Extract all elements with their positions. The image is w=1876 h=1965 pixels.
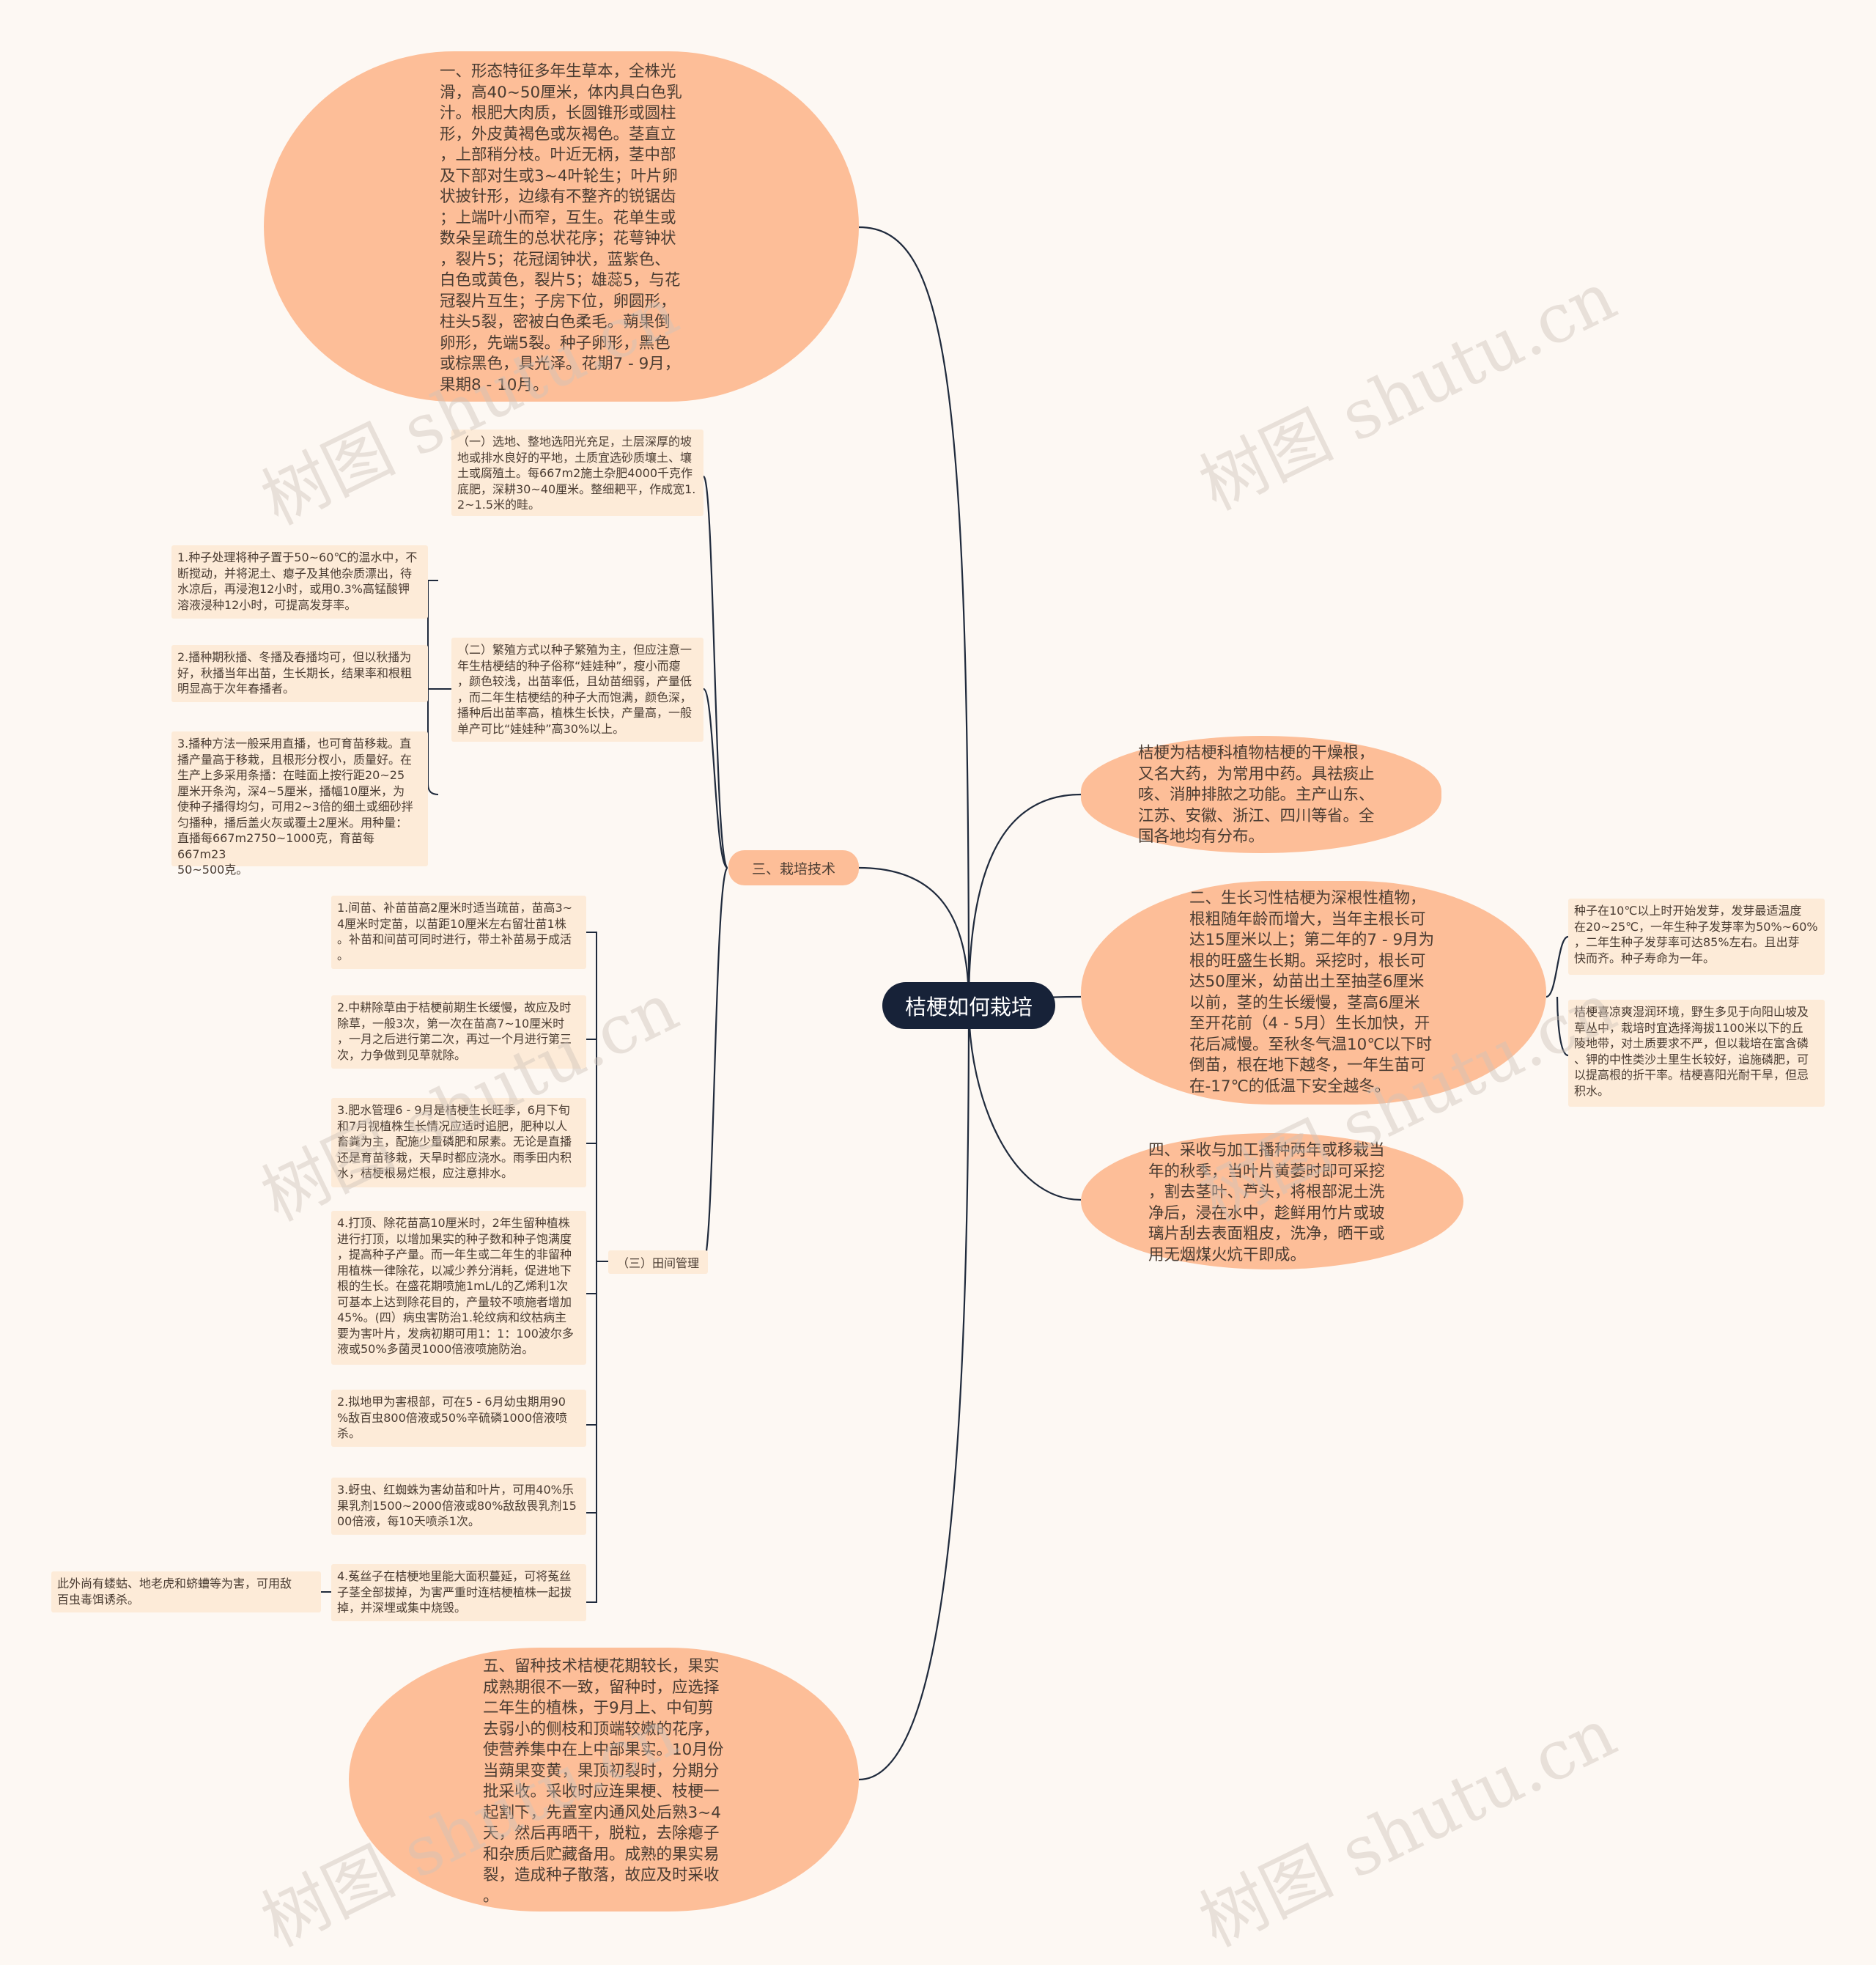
field-label-text: （三）田间管理 [616,1256,699,1270]
bracket-propagation [427,580,453,795]
intro-text: 桔梗为桔梗科植物桔梗的干燥根， 又名大药，为常用中药。具祛痰止 咳、消肿排脓之功… [1138,744,1375,846]
pest-2-text: 2.拟地甲为害根部，可在5 - 6月幼虫期用90 %敌百虫800倍液或50%辛硫… [337,1395,568,1440]
node-site-selection: （一）选地、整地选阳光充足，土层深厚的坡 地或排水良好的平地，土质宜选砂质壤土、… [451,430,704,516]
node-morphology: 一、形态特征多年生草本，全株光 滑，高40~50厘米，体内具白色乳 汁。根肥大肉… [264,51,859,402]
morphology-text: 一、形态特征多年生草本，全株光 滑，高40~50厘米，体内具白色乳 汁。根肥大肉… [440,62,682,394]
link-cultivation-field [702,866,729,1263]
node-germination: 种子在10℃以上时开始发芽，发芽最适温度 在20~25℃，一年生种子发芽率为50… [1568,899,1825,975]
seed-treatment-text: 1.种子处理将种子置于50~60℃的温水中，不 断搅动，并将泥土、瘪子及其他杂质… [177,550,418,612]
node-weeding: 2.中耕除草由于桔梗前期生长缓慢，故应及时 除草，一般3次，第一次在苗高7~10… [331,995,586,1069]
node-thinning: 1.间苗、补苗苗高2厘米时适当疏苗，苗高3~ 4厘米时定苗，以苗距10厘米左右留… [331,896,586,969]
propagation-text: （二）繁殖方式以种子繁殖为主，但应注意一 年生桔梗结的种子俗称“娃娃种”，瘦小而… [457,643,693,736]
bracket-field [586,932,608,1603]
pest-3-text: 3.蚜虫、红蜘蛛为害幼苗和叶片，可用40%乐 果乳剂1500~2000倍液或80… [337,1483,577,1528]
node-environment: 桔梗喜凉爽湿润环境，野生多见于向阳山坡及 草丛中，栽培时宜选择海拔1100米以下… [1568,1000,1825,1107]
link-cultivation-site [702,475,729,869]
node-sowing-method: 3.播种方法一般采用直播，也可育苗移栽。直 播产量高于移栽，且根形分杈小，质量好… [171,731,428,877]
topping-text: 4.打顶、除花苗高10厘米时，2年生留种植株 进行打顶，以增加果实的种子数和种子… [337,1216,574,1356]
pest-4-text: 4.菟丝子在桔梗地里能大面积蔓延，可将菟丝 子茎全部拔掉，为害严重时连桔梗植株一… [337,1569,572,1615]
node-field-label: （三）田间管理 [608,1250,708,1274]
harvest-text: 四、采收与加工播种两年或移栽当 年的秋季，当叶片黄萎时即可采挖 ，割去茎叶、芦头… [1148,1141,1385,1264]
cultivation-label-text: 三、栽培技术 [751,860,835,877]
site-selection-text: （一）选地、整地选阳光充足，土层深厚的坡 地或排水良好的平地，土质宜选砂质壤土、… [457,435,696,512]
link-root-seedkeeping [858,1003,970,1781]
node-pest-3: 3.蚜虫、红蜘蛛为害幼苗和叶片，可用40%乐 果乳剂1500~2000倍液或80… [331,1478,586,1535]
environment-text: 桔梗喜凉爽湿润环境，野生多见于向阳山坡及 草丛中，栽培时宜选择海拔1100米以下… [1574,1005,1809,1098]
node-cultivation-label: 三、栽培技术 [728,850,859,885]
link-habits-group [1546,935,1569,1057]
habits-text: 二、生长习性桔梗为深根性植物， 根粗随年龄而增大，当年主根长可 达15厘米以上；… [1189,889,1435,1096]
thinning-text: 1.间苗、补苗苗高2厘米时适当疏苗，苗高3~ 4厘米时定苗，以苗距10厘米左右留… [337,901,573,962]
fertilizer-text: 3.肥水管理6 - 9月是桔梗生长旺季，6月下旬 和7月视植株生长情况应适时追肥… [337,1103,572,1180]
link-root-harvest [967,1003,1082,1201]
sowing-method-text: 3.播种方法一般采用直播，也可育苗移栽。直 播产量高于移栽，且根形分杈小，质量好… [177,737,413,877]
node-seed-treatment: 1.种子处理将种子置于50~60℃的温水中，不 断搅动，并将泥土、瘪子及其他杂质… [171,545,428,619]
root-label: 桔梗如何栽培 [904,995,1033,1020]
link-root-intro [967,793,1082,1005]
node-habits: 二、生长习性桔梗为深根性植物， 根粗随年龄而增大，当年主根长可 达15厘米以上；… [1081,881,1546,1105]
germination-text: 种子在10℃以上时开始发芽，发芽最适温度 在20~25℃，一年生种子发芽率为50… [1574,904,1818,965]
node-intro: 桔梗为桔梗科植物桔梗的干燥根， 又名大药，为常用中药。具祛痰止 咳、消肿排脓之功… [1081,736,1441,853]
root-node[interactable]: 桔梗如何栽培 [882,982,1055,1029]
weeding-text: 2.中耕除草由于桔梗前期生长缓慢，故应及时 除草，一般3次，第一次在苗高7~10… [337,1000,572,1062]
node-harvest: 四、采收与加工播种两年或移栽当 年的秋季，当叶片黄萎时即可采挖 ，割去茎叶、芦头… [1081,1133,1463,1269]
bracket-field-ticks [586,932,597,1603]
sowing-time-text: 2.播种期秋播、冬播及春播均可，但以秋播为 好，秋播当年出苗，生长期长，结果率和… [177,650,413,696]
link-root-morphology [858,226,970,1005]
node-fertilizer: 3.肥水管理6 - 9月是桔梗生长旺季，6月下旬 和7月视植株生长情况应适时追肥… [331,1098,586,1187]
link-root-cultivation [858,866,970,1005]
node-pest-extra: 此外尚有蝼蛄、地老虎和蛴螬等为害，可用敌 百虫毒饵诱杀。 [51,1571,321,1612]
pest-extra-text: 此外尚有蝼蛄、地老虎和蛴螬等为害，可用敌 百虫毒饵诱杀。 [57,1577,292,1607]
link-cultivation-propagation [702,687,729,869]
seed-keeping-text: 五、留种技术桔梗花期较长，果实 成熟期很不一致，留种时，应选择 二年生的植株，于… [483,1657,724,1906]
node-sowing-time: 2.播种期秋播、冬播及春播均可，但以秋播为 好，秋播当年出苗，生长期长，结果率和… [171,645,428,702]
node-pest-2: 2.拟地甲为害根部，可在5 - 6月幼虫期用90 %敌百虫800倍液或50%辛硫… [331,1390,586,1447]
node-pest-4: 4.菟丝子在桔梗地里能大面积蔓延，可将菟丝 子茎全部拔掉，为害严重时连桔梗植株一… [331,1564,586,1621]
node-propagation: （二）繁殖方式以种子繁殖为主，但应注意一 年生桔梗结的种子俗称“娃娃种”，瘦小而… [451,638,704,742]
node-seed-keeping: 五、留种技术桔梗花期较长，果实 成熟期很不一致，留种时，应选择 二年生的植株，于… [349,1648,859,1911]
node-topping: 4.打顶、除花苗高10厘米时，2年生留种植株 进行打顶，以增加果实的种子数和种子… [331,1211,586,1365]
